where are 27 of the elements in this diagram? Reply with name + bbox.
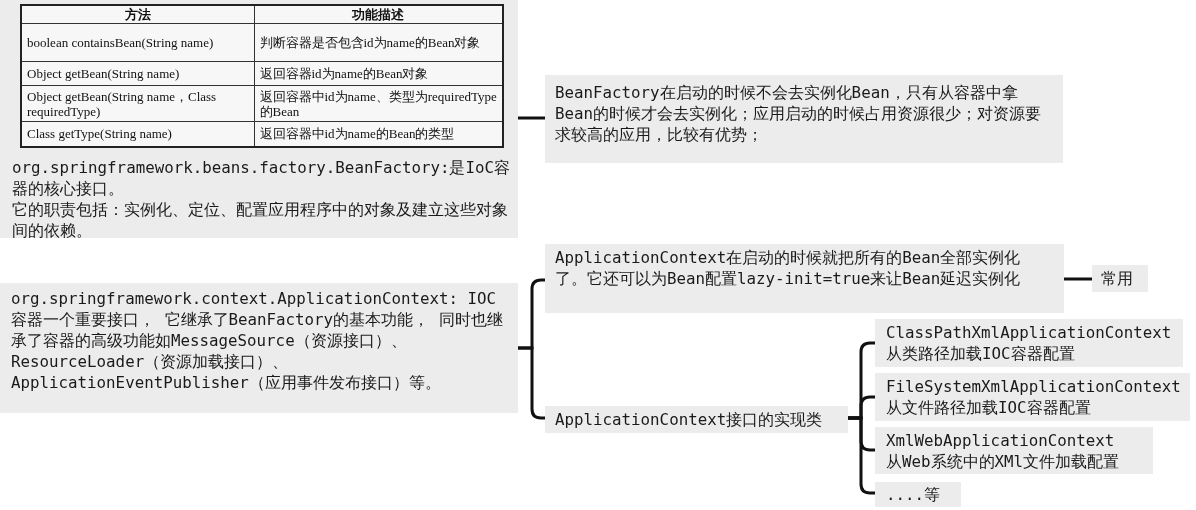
topic-box: 常用 [1092, 265, 1148, 292]
description-text: 从文件路径加载IOC容器配置 [886, 397, 1091, 418]
description-text: 从Web系统中的XMl文件加载配置 [886, 451, 1120, 472]
topic-box: BeanFactory在启动的时候不会去实例化Bean，只有从容器中拿Bean的时候才会去实例化；应用启动的时候占用资源很少；对资源要求较高的应用，比较有优势； [545, 75, 1063, 163]
class-name-text: XmlWebApplicationContext [886, 430, 1115, 451]
table-cell: Object getBean(String name) [21, 61, 254, 86]
class-name-text: ClassPathXmlApplicationContext [886, 322, 1172, 343]
class-name-text: FileSystemXmlApplicationContext [886, 376, 1181, 397]
topic-box: org.springframework.context.ApplicationContext: IOC容器一个重要接口， 它继承了BeanFactory的基本功能， 同时也继承了容器的高级功能如MessageSource（资源接口）、ResourceLoader（资源加载接口）、ApplicationEventPublisher（应用事件发布接口）等。 [0, 283, 518, 413]
description-text: 从类路径加载IOC容器配置 [886, 343, 1075, 364]
description-text: org.springframework.beans.factory.BeanFactory:是IoC容器的核心接口。 [12, 156, 512, 199]
topic-box [0, 0, 518, 238]
topic-box [875, 427, 1153, 474]
table-cell: boolean containsBean(String name) [21, 23, 254, 62]
table-header-cell: 功能描述 [254, 5, 503, 24]
table-header-cell: 方法 [21, 5, 254, 24]
connector-line [518, 346, 545, 420]
topic-box [875, 319, 1183, 367]
topic-box: ApplicationContext接口的实现类 [545, 406, 848, 433]
connector-line [848, 416, 875, 495]
topic-box [875, 373, 1190, 421]
description-text: 它的职责包括：实例化、定位、配置应用程序中的对象及建立这些对象间的依赖。 [12, 198, 509, 241]
topic-box: ....等 [875, 482, 961, 507]
connector-line [1064, 277, 1092, 281]
table-cell: Object getBean(String name，Class requiredType) [21, 85, 254, 122]
topic-box: ApplicationContext在启动的时候就把所有的Bean全部实例化了。它还可以为Bean配置lazy-init=true来让Bean延迟实例化 [545, 244, 1064, 313]
connector-line [518, 116, 545, 120]
